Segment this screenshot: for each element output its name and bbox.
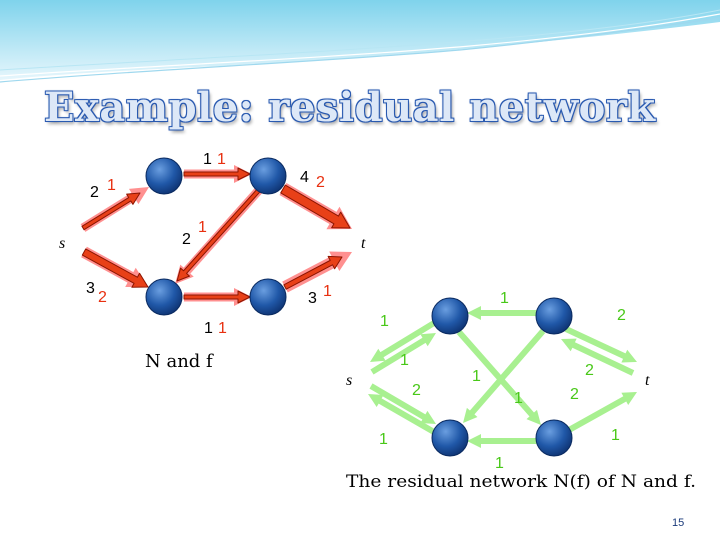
capacity-label-d-t: 3 [308,290,317,307]
residual-d-t [567,392,637,433]
residual-label-top-edge: 1 [500,290,509,307]
residual-source-label: s [346,372,352,389]
edge-b-c-flow [176,188,261,282]
captions: N and f The residual network N(f) of N an… [145,351,696,492]
network-node-b [249,157,287,195]
residual-c-s [368,394,436,435]
residual-label-cross-up: 1 [472,368,481,385]
residual-edges [368,306,637,448]
page-number: 15 [672,517,685,529]
network-node-c [145,278,183,316]
residual-label-d-to-t: 1 [611,427,620,444]
residual-label-s-to-a: 1 [400,352,409,369]
residual-node-c [431,419,469,457]
edge-s-c-flow [81,248,149,288]
residual-s-a [370,333,436,375]
residual-label-c-from-s: 2 [412,382,421,399]
flow-label-b-c: 1 [198,219,207,236]
residual-label-t-to-b: 2 [585,362,594,379]
slide-title: Example: residual network [44,84,656,131]
residual-b-a [467,306,538,320]
network-edges [80,165,352,306]
residual-a-d [456,330,541,425]
network-nodes [145,157,287,316]
capacity-label-b-c: 2 [182,231,191,248]
capacity-label-b-t: 4 [300,169,309,186]
capacity-label-s-a: 2 [90,184,99,201]
edge-d-t-flow [283,255,343,290]
edge-a-b-flow [183,167,251,181]
residual-label-bottom-edge: 1 [495,455,504,472]
slide-header-background [0,0,720,83]
network-source-label: s [59,235,65,252]
residual-sink-label: t [645,372,650,389]
network-caption: N and f [145,351,214,372]
residual-label-cross-down: 1 [514,390,523,407]
flow-label-b-t: 2 [316,174,325,191]
residual-node-b [535,297,573,335]
residual-label-b-to-t: 2 [617,307,626,324]
capacity-label-c-d: 1 [204,320,213,337]
edge-c-d-flow [183,290,251,304]
residual-d-c [467,434,538,448]
edge-b-t-flow [280,184,351,229]
residual-s-c [369,383,436,424]
residual-label-s-to-c: 1 [379,431,388,448]
residual-label-b-to-c: 2 [570,386,579,403]
flow-label-a-b: 1 [217,151,226,168]
capacity-label-s-c: 3 [86,280,95,297]
residual-node-d [535,419,573,457]
edge-s-a-flow [81,192,141,231]
flow-label-s-c: 2 [98,289,107,306]
network-node-a [145,157,183,195]
flow-label-s-a: 1 [107,177,116,194]
residual-b-c [463,329,546,423]
residual-a-s [370,320,436,362]
flow-label-d-t: 1 [323,283,332,300]
flow-label-c-d: 1 [218,320,227,337]
network-node-d [249,278,287,316]
residual-nodes [431,297,573,457]
residual-node-a [431,297,469,335]
residual-b-t [564,326,637,363]
network-sink-label: t [361,235,366,252]
residual-caption: The residual network N(f) of N and f. [346,472,696,492]
capacity-label-a-b: 1 [203,151,212,168]
residual-label-a-back: 1 [380,313,389,330]
residual-t-b [561,338,635,376]
